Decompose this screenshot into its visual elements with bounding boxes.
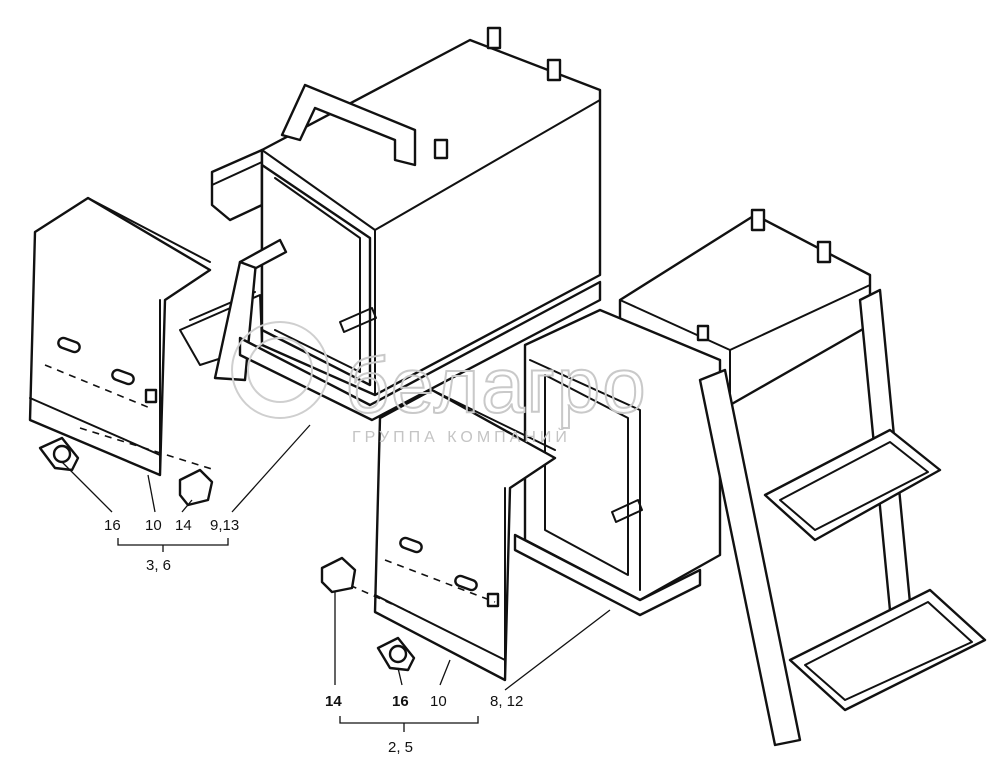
- watermark-tagline: ГРУППА КОМПАНИЙ: [352, 427, 571, 446]
- right-callouts: 14 16 10 8, 12 2, 5: [325, 592, 611, 756]
- watermark: белагро ГРУППА КОМПАНИЙ: [231, 321, 648, 446]
- callout-right-16: 16: [392, 693, 409, 710]
- callout-right-assemblies: 2, 5: [388, 739, 413, 756]
- right-cover: [320, 388, 557, 682]
- left-callouts: 16 10 14 9,13 3, 6: [61, 424, 311, 574]
- callout-right-14: 14: [325, 693, 342, 710]
- callout-left-9-13: 9,13: [210, 517, 239, 534]
- right-battery-box: [513, 208, 987, 747]
- left-cover: [28, 196, 216, 507]
- callout-right-8-12: 8, 12: [490, 693, 523, 710]
- callout-right-10: 10: [430, 693, 447, 710]
- callout-left-10: 10: [145, 517, 162, 534]
- left-battery-box: [179, 26, 602, 422]
- watermark-brand: белагро: [345, 341, 648, 429]
- callout-left-14: 14: [175, 517, 192, 534]
- callout-left-assemblies: 3, 6: [146, 557, 171, 574]
- callout-left-16: 16: [104, 517, 121, 534]
